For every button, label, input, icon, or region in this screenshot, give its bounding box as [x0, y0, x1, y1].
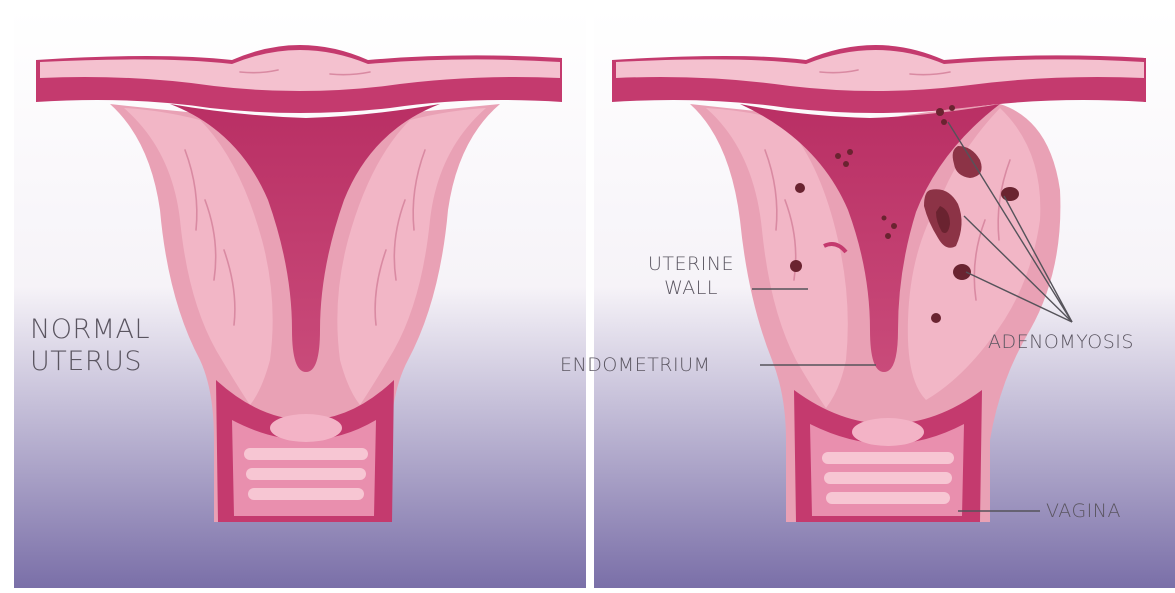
normal-uterus-label: NORMAL UTERUS — [30, 314, 150, 378]
uterine-label-line1: UTERINE — [648, 252, 734, 276]
endometrium-label: ENDOMETRIUM — [560, 353, 710, 377]
vagina-label: VAGINA — [1046, 499, 1121, 523]
uterine-label-line2: WALL — [648, 276, 734, 300]
uterine-wall-label: UTERINE WALL — [648, 252, 734, 300]
normal-label-line2: UTERUS — [30, 346, 150, 378]
normal-label-line1: NORMAL — [30, 314, 150, 346]
adenomyosis-label: ADENOMYOSIS — [988, 330, 1134, 354]
